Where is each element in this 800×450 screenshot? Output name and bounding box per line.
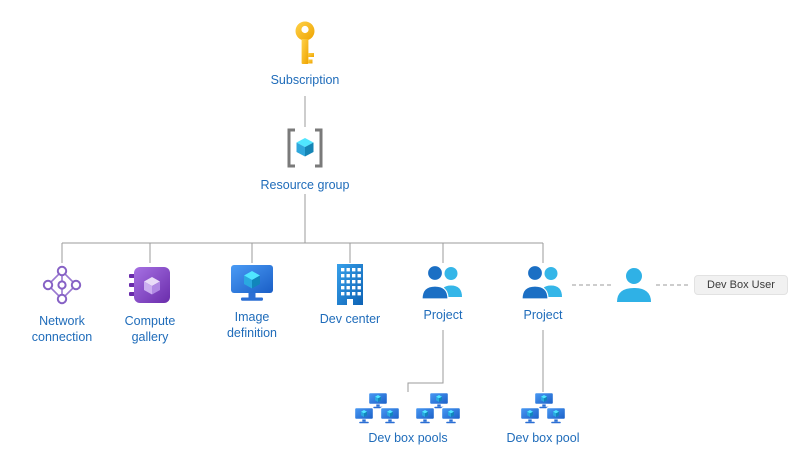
dev-box-pool-icon (353, 392, 403, 425)
dev-box-user-icon (614, 266, 654, 304)
dev-box-pool-cluster (519, 392, 569, 425)
node-dev-box-user (614, 266, 654, 304)
node-compute-gallery: Compute gallery (115, 263, 185, 345)
compute-gallery-icon (128, 263, 172, 307)
image-definition-label: Image definition (226, 310, 278, 340)
project-people-icon (520, 263, 566, 301)
project-people-icon (420, 263, 466, 301)
subscription-label: Subscription (270, 73, 340, 87)
dev-center-label: Dev center (319, 312, 381, 326)
dev-box-pool-icon (519, 392, 569, 425)
node-project-1: Project (398, 263, 488, 323)
project-2-label: Project (523, 308, 563, 322)
image-definition-icon (228, 263, 276, 303)
dev-box-pool-icon (414, 392, 464, 425)
network-connection-icon (40, 263, 84, 307)
node-project-2: Project (498, 263, 588, 323)
dev-box-user-badge: Dev Box User (694, 275, 788, 295)
node-image-definition: Image definition (217, 263, 287, 341)
compute-gallery-label: Compute gallery (124, 314, 176, 344)
node-dev-center: Dev center (305, 263, 395, 327)
node-subscription: Subscription (250, 20, 360, 88)
dev-box-pool-label: Dev box pool (506, 431, 580, 445)
resource-group-label: Resource group (260, 178, 350, 192)
dev-box-pool-label-wrap: Dev box pool (473, 430, 613, 446)
dev-box-pool-cluster (414, 392, 464, 425)
dev-box-pools-label-wrap: Dev box pools (338, 430, 478, 446)
dev-center-icon (331, 263, 369, 305)
key-icon (288, 20, 322, 66)
dev-box-pool-cluster (353, 392, 403, 425)
node-network-connection: Network connection (22, 263, 102, 345)
resource-group-icon (283, 125, 327, 171)
project-1-label: Project (423, 308, 463, 322)
dev-box-pools-label: Dev box pools (368, 431, 448, 445)
node-resource-group: Resource group (250, 125, 360, 193)
network-connection-label: Network connection (31, 314, 93, 344)
